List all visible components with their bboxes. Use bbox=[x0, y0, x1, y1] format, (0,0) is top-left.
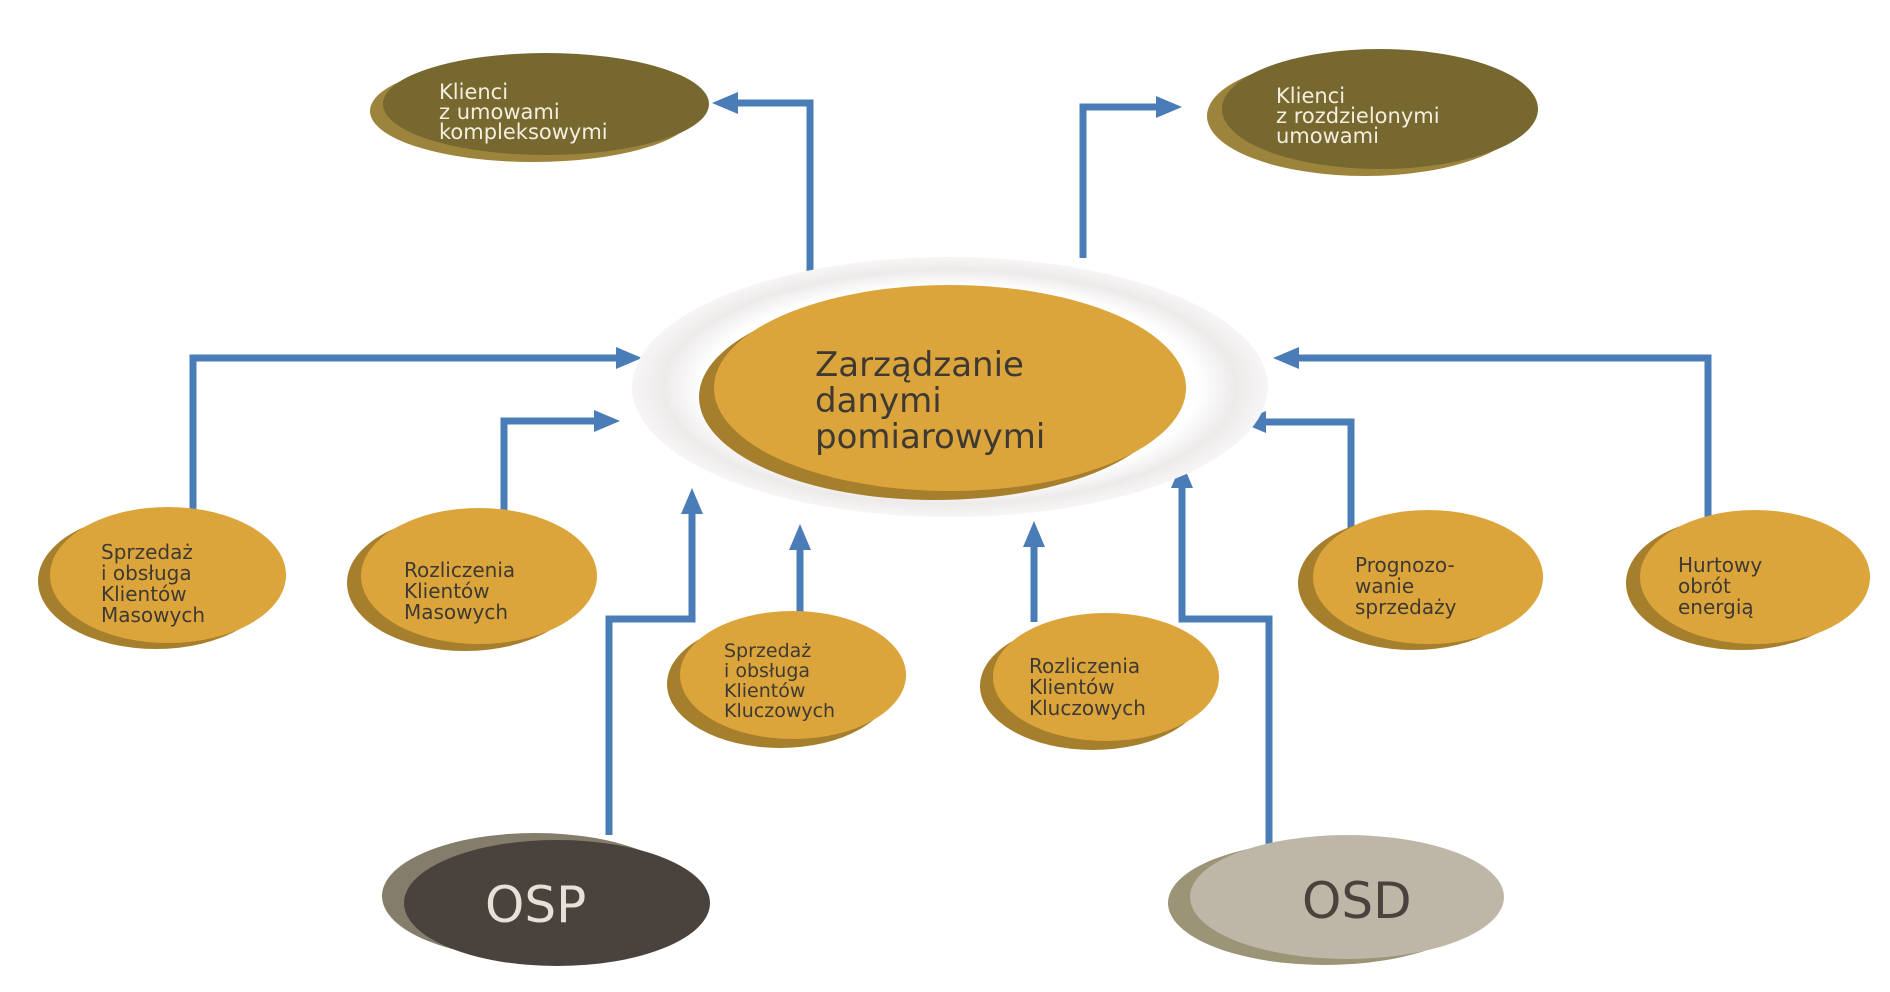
node-separate-clients-ellipse bbox=[1222, 49, 1538, 169]
node-separate-clients: Klienci z rozdzielonymi umowami bbox=[1207, 49, 1538, 176]
arrowhead-key-billing bbox=[1023, 521, 1045, 547]
complex-clients-line-1: Klienci bbox=[439, 80, 508, 104]
svg-text:Sprzedaż i obsługa: Sprzedaż i obsługa Klientów Kluczowych bbox=[724, 640, 835, 722]
connector-osd bbox=[1178, 484, 1273, 858]
key-sales-line-4: Kluczowych bbox=[724, 700, 835, 722]
center-title-line-2: danymi bbox=[815, 381, 942, 421]
connector-mass-sales bbox=[189, 354, 620, 518]
mass-billing-line-2: Klientów bbox=[404, 579, 490, 603]
node-key-sales-ellipse bbox=[680, 611, 906, 739]
node-forecasting: Prognozo- wanie sprzedaży bbox=[1298, 510, 1543, 650]
node-osd: OSD bbox=[1168, 835, 1504, 965]
node-mass-billing-ellipse bbox=[361, 508, 597, 644]
separate-clients-line-1: Klienci bbox=[1276, 84, 1345, 108]
arrowhead-mass-billing bbox=[594, 410, 620, 432]
arrowhead-separate-clients bbox=[1156, 96, 1182, 118]
svg-text:Klienci z rozdzielonymi: Klienci z rozdzielonymi umowami bbox=[1276, 84, 1446, 148]
node-key-sales: Sprzedaż i obsługa Klientów Kluczowych bbox=[667, 611, 906, 748]
svg-text:Klienci z umowami: Klienci z umowami kompleksowymi bbox=[439, 80, 608, 144]
svg-text:Prognozo- wanie sp: Prognozo- wanie sprzedaży bbox=[1355, 553, 1461, 619]
node-wholesale: Hurtowy obrót energią bbox=[1626, 510, 1870, 650]
arrowhead-wholesale bbox=[1273, 347, 1299, 369]
svg-text:Hurtowy obrót ener: Hurtowy obrót energią bbox=[1678, 553, 1769, 619]
forecasting-line-2: wanie bbox=[1355, 574, 1414, 598]
center-title-line-1: Zarządzanie bbox=[815, 345, 1024, 385]
node-osp: OSP bbox=[382, 833, 710, 966]
key-sales-line-1: Sprzedaż bbox=[724, 640, 811, 662]
key-billing-line-3: Kluczowych bbox=[1029, 696, 1146, 720]
mass-sales-line-4: Masowych bbox=[101, 603, 205, 627]
arrowhead-complex-clients bbox=[712, 92, 738, 114]
complex-clients-line-2: z umowami bbox=[439, 100, 560, 124]
node-complex-clients-ellipse bbox=[383, 53, 709, 155]
node-wholesale-ellipse bbox=[1640, 510, 1870, 644]
node-forecasting-ellipse bbox=[1313, 510, 1543, 644]
connector-osp bbox=[605, 510, 696, 835]
arrowhead-mass-sales bbox=[616, 347, 642, 369]
mass-billing-line-3: Masowych bbox=[404, 600, 508, 624]
separate-clients-line-3: umowami bbox=[1276, 124, 1379, 148]
connectors bbox=[189, 92, 1712, 858]
key-sales-line-2: i obsługa bbox=[724, 660, 810, 682]
node-key-billing-ellipse bbox=[993, 613, 1219, 741]
mass-sales-line-2: i obsługa bbox=[101, 561, 192, 585]
center-title-line-3: pomiarowymi bbox=[815, 417, 1045, 457]
connector-mass-billing bbox=[500, 417, 598, 520]
node-mass-sales: Sprzedaż i obsługa Klientów Masowych bbox=[38, 507, 286, 649]
wholesale-line-3: energią bbox=[1678, 595, 1754, 619]
wholesale-line-1: Hurtowy bbox=[1678, 553, 1762, 577]
node-osp-ellipse bbox=[404, 840, 710, 966]
node-osd-ellipse bbox=[1190, 835, 1504, 959]
complex-clients-line-3: kompleksowymi bbox=[439, 120, 608, 144]
forecasting-line-1: Prognozo- bbox=[1355, 553, 1455, 577]
node-mass-billing: Rozliczenia Klientów Masowych bbox=[347, 508, 597, 651]
osp-label: OSP bbox=[485, 876, 586, 934]
connector-center-to-separate-clients bbox=[1079, 103, 1160, 258]
node-mass-sales-ellipse bbox=[50, 507, 286, 643]
svg-text:Sprzedaż i obsługa: Sprzedaż i obsługa Klientów Masowych bbox=[101, 540, 205, 627]
svg-text:Rozliczenia Klientów: Rozliczenia Klientów Masowych bbox=[404, 558, 522, 624]
center-node: Zarządzanie danymi pomiarowymi bbox=[632, 257, 1268, 517]
key-billing-line-1: Rozliczenia bbox=[1029, 654, 1140, 678]
node-complex-clients: Klienci z umowami kompleksowymi bbox=[370, 53, 709, 162]
connector-forecasting bbox=[1262, 418, 1355, 528]
svg-text:Zarządzanie danymi: Zarządzanie danymi pomiarowymi bbox=[815, 345, 1045, 457]
connector-wholesale bbox=[1295, 354, 1712, 520]
key-billing-line-2: Klientów bbox=[1029, 675, 1115, 699]
osd-label: OSD bbox=[1302, 872, 1412, 930]
mass-billing-line-1: Rozliczenia bbox=[404, 558, 515, 582]
mass-sales-line-3: Klientów bbox=[101, 582, 187, 606]
arrowhead-osp bbox=[681, 488, 703, 514]
mass-sales-line-1: Sprzedaż bbox=[101, 540, 193, 564]
connector-center-to-complex-clients bbox=[732, 99, 814, 278]
forecasting-line-3: sprzedaży bbox=[1355, 595, 1457, 619]
arrowhead-key-sales bbox=[789, 524, 811, 550]
node-key-billing: Rozliczenia Klientów Kluczowych bbox=[980, 613, 1219, 750]
svg-text:Rozliczenia Klientów: Rozliczenia Klientów Kluczowych bbox=[1029, 654, 1147, 720]
center-ellipse bbox=[714, 285, 1186, 491]
key-sales-line-3: Klientów bbox=[724, 680, 805, 702]
wholesale-line-2: obrót bbox=[1678, 574, 1731, 598]
separate-clients-line-2: z rozdzielonymi bbox=[1276, 104, 1440, 128]
